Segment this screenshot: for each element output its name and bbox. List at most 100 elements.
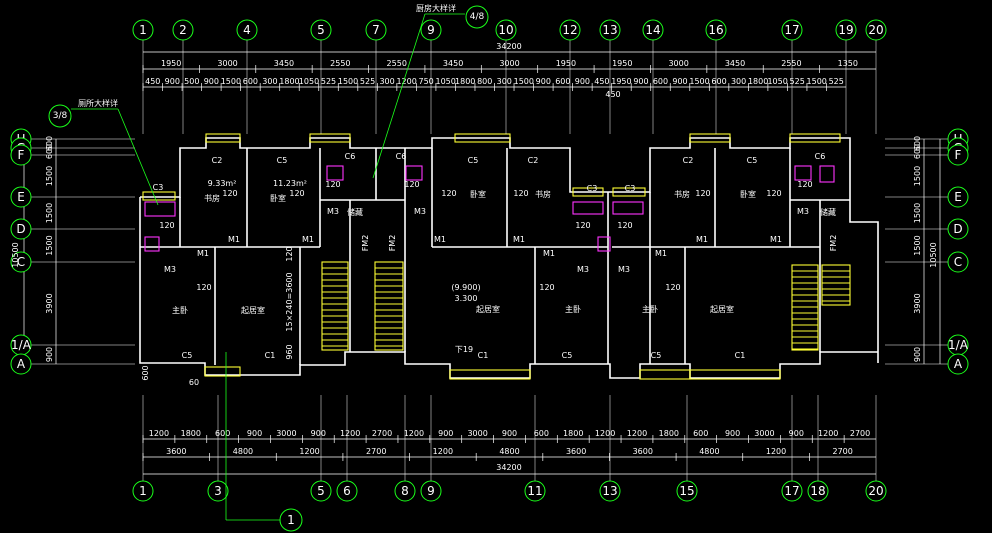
grid-lines xyxy=(31,40,948,481)
left-total-dim: 10500 xyxy=(11,242,20,267)
bottom-axis-9-label: 9 xyxy=(427,484,435,498)
top-dim-row2: 900 xyxy=(536,77,551,86)
right-axis-F xyxy=(947,144,969,166)
room-bedroom-right: 卧室 xyxy=(740,189,756,199)
top-dim-row1: 2550 xyxy=(330,59,350,68)
top-dim-row2: 450 xyxy=(145,77,160,86)
svg-text:C3: C3 xyxy=(587,184,598,193)
svg-text:C2: C2 xyxy=(683,156,694,165)
top-axis-14 xyxy=(642,19,664,41)
top-axis-1 xyxy=(132,19,154,41)
bottom-axis-17-label: 17 xyxy=(784,484,799,498)
top-dim-row1: 3000 xyxy=(217,59,237,68)
svg-text:(9.900): (9.900) xyxy=(451,283,480,292)
svg-text:C5: C5 xyxy=(277,156,288,165)
bottom-dim-row2: 3600 xyxy=(633,447,653,456)
bottom-dim-row2: 1200 xyxy=(433,447,453,456)
top-axis-5-label: 5 xyxy=(317,23,325,37)
right-total-dim: 10500 xyxy=(929,242,938,267)
top-dim-row2: 1050 xyxy=(299,77,319,86)
bottom-dim-row1: 1800 xyxy=(181,429,201,438)
svg-text:960: 960 xyxy=(285,344,294,359)
right-axis-F-label: F xyxy=(955,148,962,162)
top-axis-16 xyxy=(705,19,727,41)
svg-text:C5: C5 xyxy=(182,351,193,360)
bottom-axis-20-label: 20 xyxy=(868,484,883,498)
bottom-axis-6-label: 6 xyxy=(343,484,351,498)
svg-text:120: 120 xyxy=(797,180,812,189)
top-dim-row2: 1800 xyxy=(455,77,475,86)
kitchen-detail-callout: 厨房大样详 4/8 xyxy=(372,3,489,179)
top-dim-row2: 300 xyxy=(262,77,277,86)
bottom-dim-row1: 600 xyxy=(534,429,549,438)
bottom-dim-row1: 900 xyxy=(725,429,740,438)
side-dimensions: 6006001500150015003900900600600150015001… xyxy=(45,136,922,362)
svg-text:下19: 下19 xyxy=(455,345,473,354)
svg-text:M3: M3 xyxy=(414,207,426,216)
dimension-lines xyxy=(23,51,941,475)
svg-text:3.300: 3.300 xyxy=(455,294,478,303)
svg-text:M1: M1 xyxy=(228,235,240,244)
svg-text:120: 120 xyxy=(617,221,632,230)
bottom-dim-row1: 1200 xyxy=(404,429,424,438)
top-dim-row1: 3000 xyxy=(499,59,519,68)
top-axis-10-label: 10 xyxy=(498,23,513,37)
room-area-bedroom: 11.23m² xyxy=(273,179,307,188)
top-axis-9 xyxy=(420,19,442,41)
left-axis-1/A-label: 1/A xyxy=(11,338,32,352)
top-dim-row2: 1200 xyxy=(396,77,416,86)
bottom-axis-15 xyxy=(676,480,698,502)
left-dim: 600 xyxy=(45,136,54,151)
top-dim-row1: 2550 xyxy=(387,59,407,68)
top-dim-row1: 1950 xyxy=(161,59,181,68)
bottom-axis-8-label: 8 xyxy=(401,484,409,498)
bottom-dim-row1: 1200 xyxy=(340,429,360,438)
bottom-axis-11-label: 11 xyxy=(527,484,542,498)
svg-text:M3: M3 xyxy=(577,265,589,274)
right-axis-A-label: A xyxy=(954,357,963,371)
top-dim-row2: 1500 xyxy=(221,77,241,86)
stairs xyxy=(321,261,851,351)
top-axis-17 xyxy=(781,19,803,41)
room-living-right: 起居室 xyxy=(710,304,734,314)
room-bedroom-mid: 卧室 xyxy=(470,189,486,199)
right-dim: 600 xyxy=(913,144,922,159)
room-storage-left: 储藏 xyxy=(347,207,363,217)
top-axis-17-label: 17 xyxy=(784,23,799,37)
top-dim-row1: 1950 xyxy=(612,59,632,68)
svg-text:120: 120 xyxy=(575,221,590,230)
bottom-dim-row1: 600 xyxy=(693,429,708,438)
room-labels: 书房 9.33m² 卧室 11.23m² 储藏 主卧 起居室 卧室 书房 起居室… xyxy=(172,179,836,315)
top-axis-10 xyxy=(495,19,517,41)
left-dim: 600 xyxy=(45,144,54,159)
bottom-dim-row1: 1200 xyxy=(149,429,169,438)
top-dim-row2: 900 xyxy=(672,77,687,86)
top-dim-row2: 300 xyxy=(379,77,394,86)
top-dim-row2: 1800 xyxy=(748,77,768,86)
left-axis-F-label: F xyxy=(18,148,25,162)
walls xyxy=(139,137,879,379)
bottom-axis-18-label: 18 xyxy=(810,484,825,498)
room-area-study: 9.33m² xyxy=(208,179,237,188)
room-storage-right: 储藏 xyxy=(820,207,836,217)
top-axis-13-label: 13 xyxy=(602,23,617,37)
svg-text:M1: M1 xyxy=(434,235,446,244)
svg-text:60: 60 xyxy=(189,378,199,387)
left-axis-A-label: A xyxy=(17,357,26,371)
tags: C2 C5 C6 C6 C5 C2 C2 C5 C6 C3 C3 C3 C5 C… xyxy=(141,152,838,387)
left-axis-D-label: D xyxy=(16,222,25,236)
bottom-axis-17 xyxy=(781,480,803,502)
svg-text:C5: C5 xyxy=(747,156,758,165)
bottom-dim-row2: 4800 xyxy=(499,447,519,456)
right-dim: 900 xyxy=(913,347,922,362)
top-dim-row2: 1500 xyxy=(807,77,827,86)
svg-text:FM2: FM2 xyxy=(388,235,397,252)
bottom-axis-18 xyxy=(807,480,829,502)
svg-text:120: 120 xyxy=(441,189,456,198)
svg-text:FM2: FM2 xyxy=(361,235,370,252)
right-axis-D-label: D xyxy=(953,222,962,236)
room-living-mid: 起居室 xyxy=(476,304,500,314)
bottom-dim-row2: 4800 xyxy=(233,447,253,456)
bottom-axis-9 xyxy=(420,480,442,502)
room-master-right: 主卧 xyxy=(642,304,658,314)
